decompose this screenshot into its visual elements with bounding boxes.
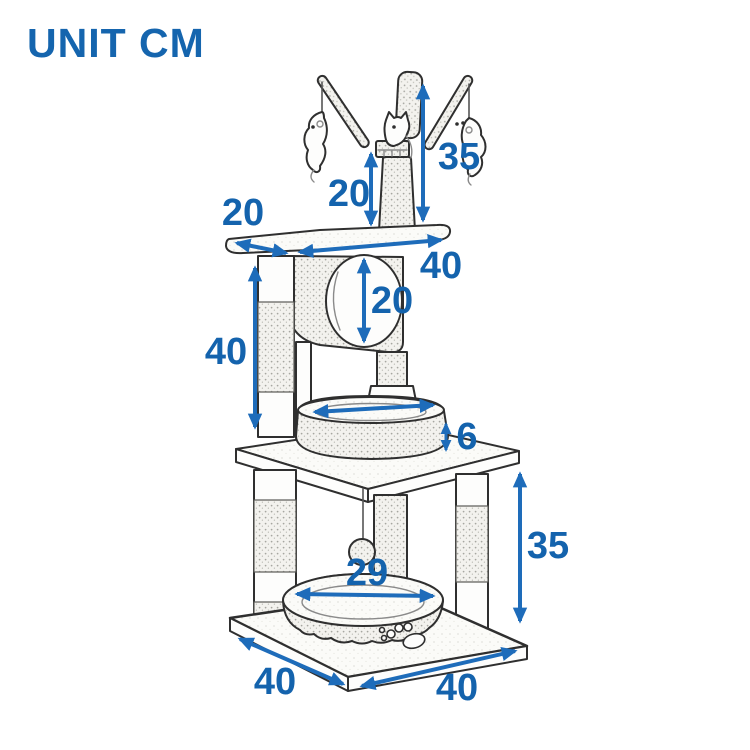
mouse-toy-right [455, 117, 487, 186]
mouse-ear [316, 120, 324, 128]
dim-tunnel-opening-height: 20 [356, 257, 413, 344]
top-toy-assembly [303, 70, 487, 232]
dimension-label: 40 [205, 331, 247, 373]
dimension-annotations: 35 20 20 40 20 40 6 [205, 83, 569, 709]
mouse-eye [455, 122, 459, 126]
dimension-arrow [359, 646, 518, 691]
mouse-eye [311, 125, 315, 129]
dimension-label: 20 [222, 192, 264, 234]
dimension-label: 40 [420, 245, 462, 287]
center-post-mid [367, 351, 417, 402]
dim-lower-section-height: 35 [512, 471, 569, 624]
dimension-label: 35 [527, 525, 569, 567]
dimension-arrow [294, 586, 436, 604]
cat-eye [392, 125, 396, 129]
dimension-arrow [234, 238, 289, 258]
cat-figure [383, 111, 413, 159]
hanging-ball-toy [348, 488, 376, 571]
dim-top-toy-height: 35 [415, 83, 480, 223]
dimension-arrow [297, 233, 444, 259]
dimension-label: 20 [328, 173, 370, 215]
dimension-arrow [312, 398, 436, 419]
toy-rod-left [316, 74, 370, 149]
cat-tree-sketch [225, 70, 529, 692]
mouse-toy-left [303, 111, 328, 183]
dim-top-post-height: 20 [328, 151, 379, 227]
unit-title: UNIT CM [27, 20, 205, 66]
dimension-label: 29 [346, 552, 388, 594]
dim-base-width: 40 [359, 646, 518, 709]
mouse-ear [465, 126, 473, 134]
dim-top-platform-length: 40 [297, 233, 462, 287]
dim-middle-section-height: 40 [205, 265, 263, 430]
dim-upper-bed-rim-height: 6 [440, 416, 478, 458]
dimension-label: 35 [438, 136, 480, 178]
dimension-label: 40 [436, 667, 478, 709]
dimension-label: 6 [456, 416, 477, 458]
dimension-label: 40 [254, 661, 296, 703]
dimension-arrow [237, 637, 346, 686]
dim-upper-bed-diameter [312, 398, 436, 419]
dim-lower-bed-diameter: 29 [294, 552, 436, 604]
upper-post-left [257, 255, 295, 438]
dim-base-depth: 40 [237, 637, 346, 703]
top-post [378, 153, 416, 232]
dim-top-platform-depth: 20 [222, 192, 289, 258]
mouse-eye [461, 121, 465, 125]
lower-post-right [455, 473, 489, 629]
dimension-label: 20 [371, 280, 413, 322]
